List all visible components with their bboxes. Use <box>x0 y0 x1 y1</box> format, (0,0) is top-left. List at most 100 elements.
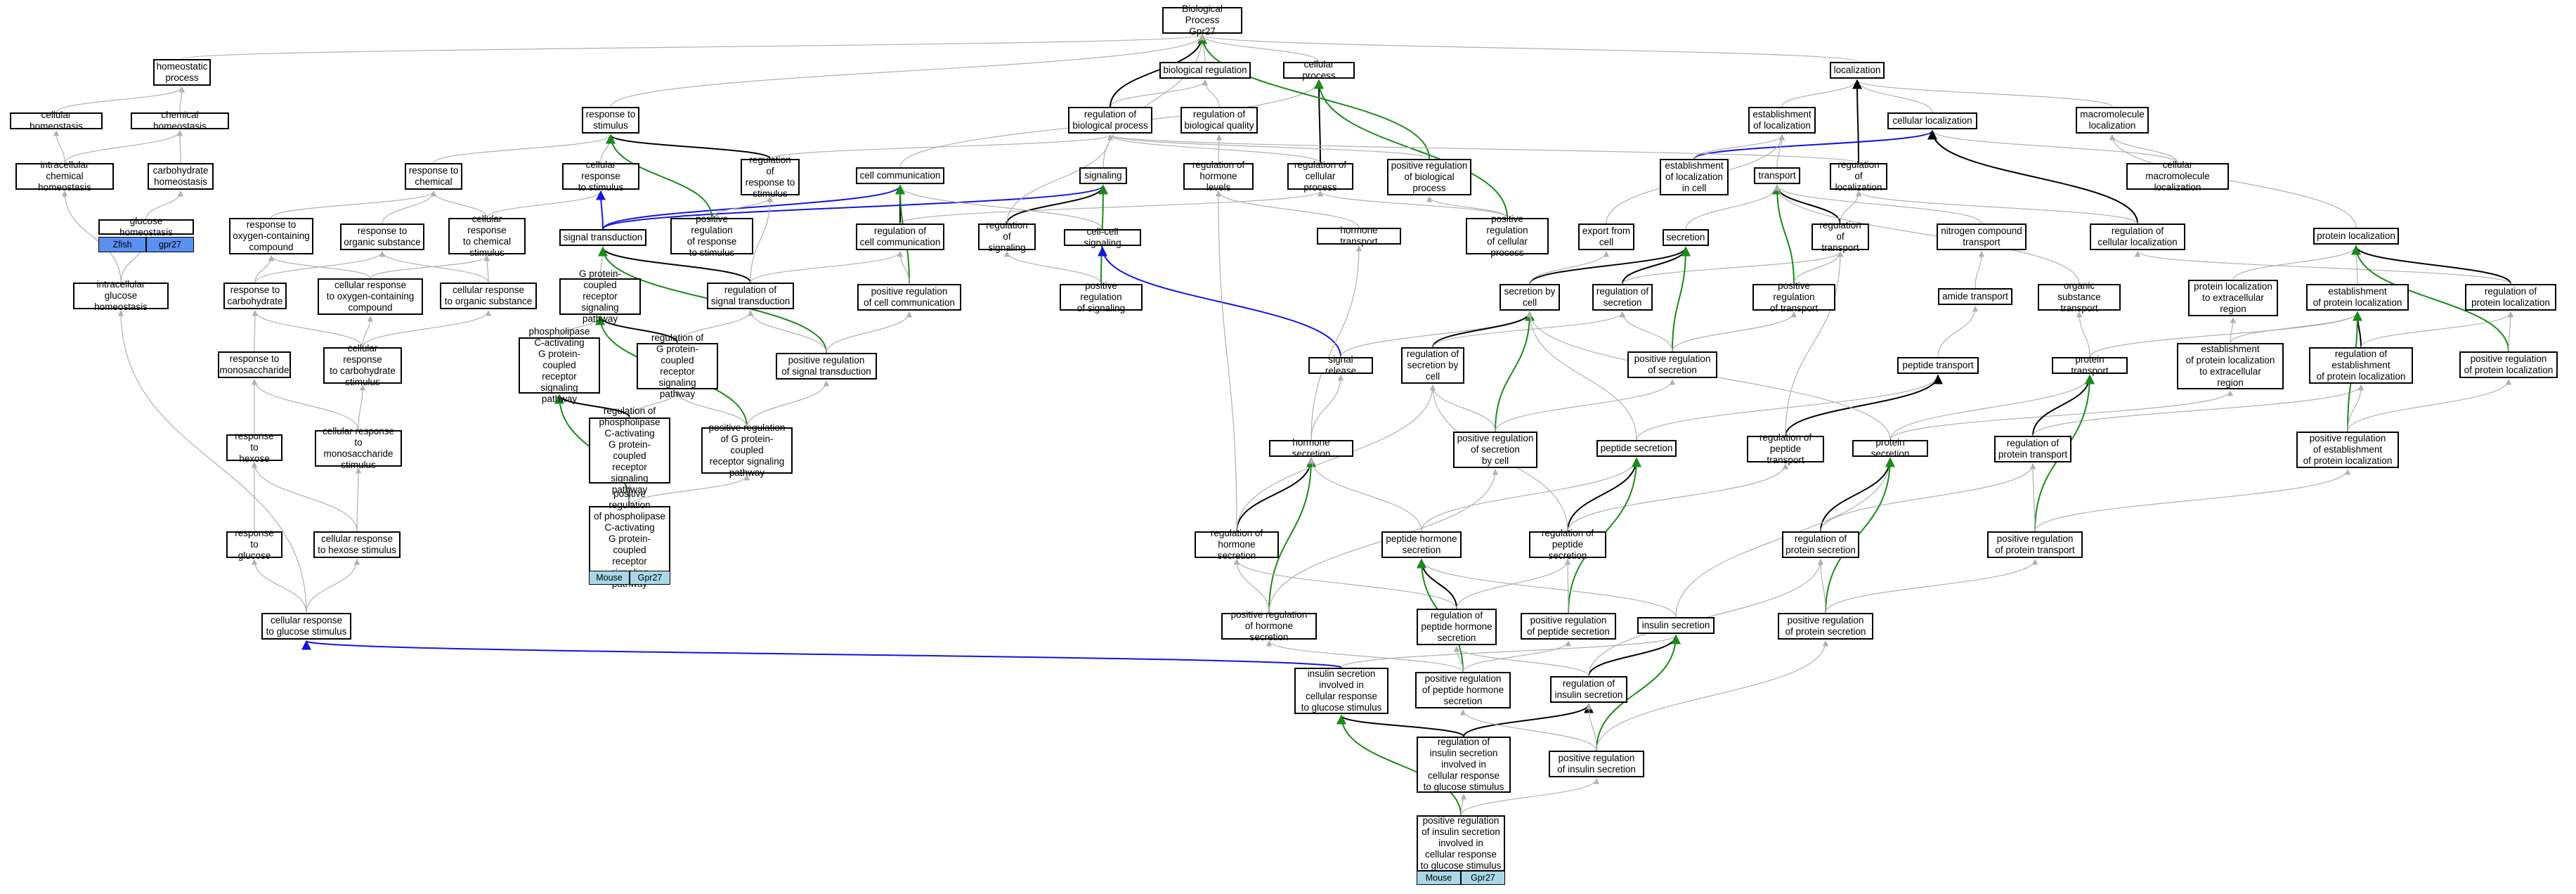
node-organic-substance-transport[interactable]: organic substance transport <box>2038 280 2121 313</box>
node-protein-localization-to-extracellular-region[interactable]: protein localization to extracellular re… <box>2188 280 2278 316</box>
node-positive-regulation-of-signaling[interactable]: positive regulation of signaling <box>1060 280 1143 313</box>
node-export-from-cell[interactable]: export from cell <box>1578 224 1634 250</box>
node-signal-transduction[interactable]: signal transduction <box>559 229 646 246</box>
node-peptide-secretion[interactable]: peptide secretion <box>1596 440 1677 457</box>
node-regulation-of-biological-quality[interactable]: regulation of biological quality <box>1180 107 1258 134</box>
node-regulation-of-response-to-stimulus[interactable]: regulation of response to stimulus <box>741 155 800 199</box>
node-establishment-of-protein-localization[interactable]: establishment of protein localization <box>2306 284 2409 311</box>
node-positive-regulation-of-secretion[interactable]: positive regulation of secretion <box>1627 351 1717 378</box>
node-amide-transport[interactable]: amide transport <box>1938 288 2012 305</box>
node-protein-secretion[interactable]: protein secretion <box>1852 437 1928 459</box>
node-positive-regulation-of-protein-transport[interactable]: positive regulation of protein transport <box>1987 531 2083 558</box>
node-positive-regulation-of-peptide-secretion[interactable]: positive regulation of peptide secretion <box>1521 613 1616 640</box>
node-positive-regulation-of-gpcr-pathway[interactable]: positive regulation of G protein-coupled… <box>701 422 793 478</box>
node-establishment-of-protein-localization-to-extracellular-region[interactable]: establishment of protein localization to… <box>2177 343 2284 389</box>
node-transport[interactable]: transport <box>1754 167 1800 184</box>
node-chemical-homeostasis[interactable]: chemical homeostasis <box>131 110 229 131</box>
node-localization[interactable]: localization <box>1830 62 1885 79</box>
node-insulin-secretion-glucose[interactable]: insulin secretion involved in cellular r… <box>1294 668 1388 714</box>
node-positive-regulation-of-peptide-hormone-secretion[interactable]: positive regulation of peptide hormone s… <box>1415 672 1511 708</box>
node-protein-localization[interactable]: protein localization <box>2313 228 2399 245</box>
node-cellular-homeostasis[interactable]: cellular homeostasis <box>10 110 103 131</box>
node-regulation-of-protein-secretion[interactable]: regulation of protein secretion <box>1782 531 1859 558</box>
node-response-to-oxygen-containing-compound[interactable]: response to oxygen-containing compound <box>229 218 313 254</box>
node-macromolecule-localization[interactable]: macromolecule localization <box>2076 107 2149 134</box>
node-regulation-of-signal-transduction[interactable]: regulation of signal transduction <box>707 283 794 309</box>
node-regulation-of-cellular-process[interactable]: regulation of cellular process <box>1287 160 1353 193</box>
node-hormone-secretion[interactable]: hormone secretion <box>1269 437 1353 459</box>
node-regulation-of-peptide-secretion[interactable]: regulation of peptide secretion <box>1529 528 1606 561</box>
node-regulation-of-transport[interactable]: regulation of transport <box>1811 220 1869 253</box>
node-cellular-response-to-hexose-stimulus[interactable]: cellular response to hexose stimulus <box>313 531 401 558</box>
node-positive-regulation-of-insulin-secretion-glucose[interactable]: positive regulation of insulin secretion… <box>1417 815 1505 872</box>
node-response-to-monosaccharide[interactable]: response to monosaccharide <box>218 351 291 378</box>
node-positive-regulation-of-protein-secretion[interactable]: positive regulation of protein secretion <box>1778 613 1873 640</box>
node-regulation-of-insulin-secretion[interactable]: regulation of insulin secretion <box>1550 676 1627 703</box>
node-positive-regulation-of-secretion-by-cell[interactable]: positive regulation of secretion by cell <box>1453 432 1537 468</box>
node-positive-regulation-of-insulin-secretion[interactable]: positive regulation of insulin secretion <box>1549 751 1644 777</box>
node-positive-regulation-of-hormone-secretion[interactable]: positive regulation of hormone secretion <box>1221 609 1317 642</box>
node-response-to-carbohydrate[interactable]: response to carbohydrate <box>223 283 287 309</box>
node-regulation-of-insulin-secretion-glucose[interactable]: regulation of insulin secretion involved… <box>1417 737 1511 793</box>
node-positive-regulation-of-biological-process[interactable]: positive regulation of biological proces… <box>1387 159 1471 195</box>
node-peptide-transport[interactable]: peptide transport <box>1897 357 1979 374</box>
node-cellular-response-to-organic-substance[interactable]: cellular response to organic substance <box>440 283 537 309</box>
node-cellular-response-to-glucose-stimulus[interactable]: cellular response to glucose stimulus <box>261 613 351 640</box>
node-regulation-of-hormone-secretion[interactable]: regulation of hormone secretion <box>1195 528 1279 561</box>
node-regulation-of-hormone-levels[interactable]: regulation of hormone levels <box>1183 160 1254 193</box>
node-regulation-of-establishment-of-protein-localization[interactable]: regulation of establishment of protein l… <box>2309 347 2413 384</box>
node-cellular-response-to-carbohydrate-stimulus[interactable]: cellular response to carbohydrate stimul… <box>323 343 402 387</box>
node-positive-regulation-of-cellular-process[interactable]: positive regulation of cellular process <box>1466 214 1549 258</box>
node-cellular-response-to-monosaccharide-stimulus[interactable]: cellular response to monosaccharide stim… <box>315 426 402 470</box>
node-positive-regulation-of-phospholipase-c-gpcr-pathway[interactable]: positive regulation of phospholipase C-a… <box>589 488 670 589</box>
node-gpcr-signaling-pathway[interactable]: G protein-coupled receptor signaling pat… <box>559 268 641 324</box>
node-response-to-chemical[interactable]: response to chemical <box>405 163 462 190</box>
node-cell-cell-signaling[interactable]: cell-cell signaling <box>1064 226 1141 248</box>
node-biological-process-gpr27[interactable]: Biological Process Gpr27 <box>1162 4 1242 37</box>
node-secretion-by-cell[interactable]: secretion by cell <box>1500 284 1560 311</box>
node-nitrogen-compound-transport[interactable]: nitrogen compound transport <box>1937 224 2027 250</box>
node-response-to-hexose[interactable]: response to hexose <box>226 431 282 464</box>
node-regulation-of-secretion-by-cell[interactable]: regulation of secretion by cell <box>1401 347 1464 384</box>
node-regulation-of-peptide-transport[interactable]: regulation of peptide transport <box>1747 432 1824 465</box>
node-hormone-transport[interactable]: hormone transport <box>1317 225 1401 247</box>
node-positive-regulation-of-protein-localization[interactable]: positive regulation of protein localizat… <box>2459 351 2558 378</box>
node-cellular-response-to-oxygen-containing-compound[interactable]: cellular response to oxygen-containing c… <box>318 278 423 315</box>
node-cell-communication[interactable]: cell communication <box>856 167 944 184</box>
node-cellular-localization[interactable]: cellular localization <box>1887 112 1977 129</box>
node-response-to-stimulus[interactable]: response to stimulus <box>582 107 639 134</box>
node-positive-regulation-of-response-to-stimulus[interactable]: positive regulation of response to stimu… <box>670 214 753 258</box>
node-homeostatic-process[interactable]: homeostatic process <box>153 59 211 86</box>
node-regulation-of-secretion[interactable]: regulation of secretion <box>1592 284 1653 311</box>
node-cellular-response-to-stimulus[interactable]: cellular response to stimulus <box>562 160 639 193</box>
node-carbohydrate-homeostasis[interactable]: carbohydrate homeostasis <box>148 163 214 190</box>
node-regulation-of-signaling[interactable]: regulation of signaling <box>978 220 1036 253</box>
node-establishment-of-localization-in-cell[interactable]: establishment of localization in cell <box>1660 159 1729 195</box>
node-regulation-of-gpcr-pathway[interactable]: regulation of G protein-coupled receptor… <box>637 332 718 399</box>
node-positive-regulation-of-signal-transduction[interactable]: positive regulation of signal transducti… <box>776 353 877 380</box>
node-secretion[interactable]: secretion <box>1663 229 1709 246</box>
node-establishment-of-localization[interactable]: establishment of localization <box>1748 107 1816 134</box>
node-protein-transport[interactable]: protein transport <box>2052 354 2128 376</box>
node-glucose-homeostasis[interactable]: glucose homeostasis <box>98 216 194 238</box>
node-regulation-of-protein-localization[interactable]: regulation of protein localization <box>2465 284 2556 311</box>
node-intracellular-chemical-homeostasis[interactable]: intracellular chemical homeostasis <box>15 160 114 193</box>
node-signal-release[interactable]: signal release <box>1308 354 1373 376</box>
node-regulation-of-cellular-localization[interactable]: regulation of cellular localization <box>2090 224 2185 250</box>
node-cellular-response-to-chemical-stimulus[interactable]: cellular response to chemical stimulus <box>448 214 526 258</box>
node-regulation-of-phospholipase-c-gpcr-pathway[interactable]: regulation of phospholipase C-activating… <box>589 406 670 495</box>
node-regulation-of-peptide-hormone-secretion[interactable]: regulation of peptide hormone secretion <box>1417 609 1497 645</box>
node-positive-regulation-of-establishment-of-protein-localization[interactable]: positive regulation of establishment of … <box>2296 432 2399 468</box>
node-peptide-hormone-secretion[interactable]: peptide hormone secretion <box>1381 531 1462 558</box>
node-insulin-secretion[interactable]: insulin secretion <box>1637 617 1715 634</box>
node-phospholipase-c-gpcr-pathway[interactable]: phospholipase C-activating G protein-cou… <box>519 326 600 404</box>
node-regulation-of-protein-transport[interactable]: regulation of protein transport <box>1994 436 2071 462</box>
node-response-to-glucose[interactable]: response to glucose <box>226 528 282 561</box>
node-regulation-of-cell-communication[interactable]: regulation of cell communication <box>856 224 944 250</box>
node-intracellular-glucose-homeostasis[interactable]: intracellular glucose homeostasis <box>73 279 169 312</box>
node-cellular-process[interactable]: cellular process <box>1283 59 1355 81</box>
node-regulation-of-biological-process[interactable]: regulation of biological process <box>1068 107 1152 134</box>
node-regulation-of-localization[interactable]: regulation of localization <box>1830 160 1887 193</box>
node-biological-regulation[interactable]: biological regulation <box>1159 62 1251 79</box>
node-cellular-macromolecule-localization[interactable]: cellular macromolecule localization <box>2126 160 2229 193</box>
